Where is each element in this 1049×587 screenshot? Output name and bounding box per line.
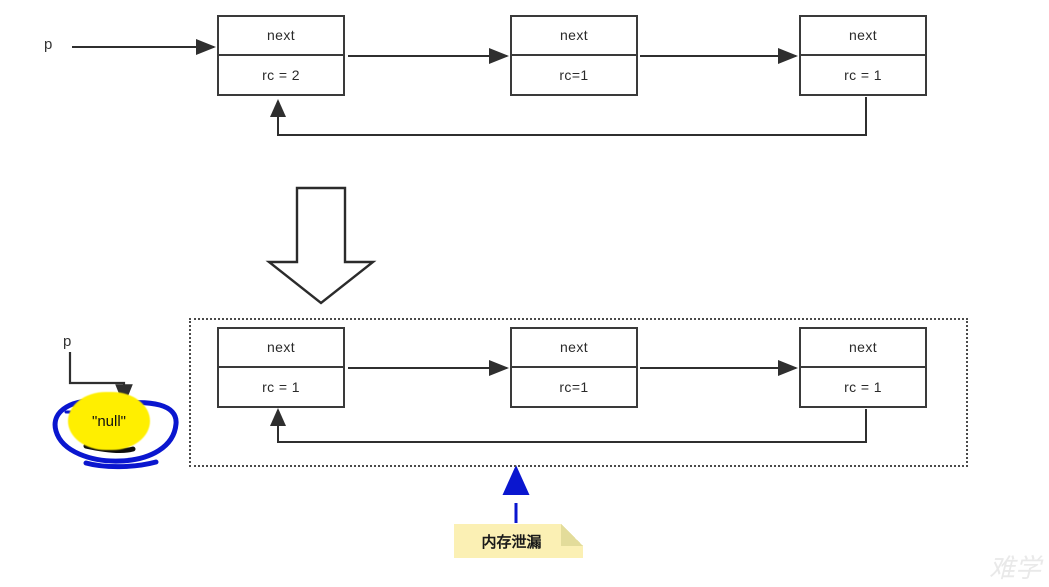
bottom-node-3-next: next xyxy=(801,329,925,368)
bottom-node-3-rc: rc = 1 xyxy=(844,378,882,395)
top-node-2-next: next xyxy=(512,17,636,56)
top-node-1-rc: rc = 2 xyxy=(262,66,300,83)
top-node-1-next: next xyxy=(219,17,343,56)
handdrawn-circle-tail xyxy=(83,459,159,470)
watermark: 难学 xyxy=(988,554,1041,584)
bottom-node-2: next rc=1 xyxy=(510,327,638,408)
top-pointer-label: p xyxy=(44,36,53,53)
bottom-node-1-rc: rc = 1 xyxy=(262,378,300,395)
bottom-node-2-rc: rc=1 xyxy=(559,378,589,395)
bottom-node-1-next: next xyxy=(219,329,343,368)
top-node-3-rc: rc = 1 xyxy=(844,66,882,83)
top-node-3: next rc = 1 xyxy=(799,15,927,96)
callout-fold-corner xyxy=(561,524,583,546)
leaked-region-outline xyxy=(189,318,968,467)
bottom-pointer-label: p xyxy=(63,333,72,350)
bottom-node-2-next: next xyxy=(512,329,636,368)
top-node-2: next rc=1 xyxy=(510,15,638,96)
top-node-1: next rc = 2 xyxy=(217,15,345,96)
bottom-node-3: next rc = 1 xyxy=(799,327,927,408)
top-cycle-arrow xyxy=(270,97,867,136)
top-node-2-rc: rc=1 xyxy=(559,66,589,83)
memory-leak-callout: 内存泄漏 xyxy=(454,524,583,558)
bottom-node-1: next rc = 1 xyxy=(217,327,345,408)
callout-text: 内存泄漏 xyxy=(481,532,542,551)
bottom-cycle-arrow xyxy=(270,408,867,443)
handdrawn-circle-annotation xyxy=(52,398,179,464)
transition-down-arrow xyxy=(265,186,377,305)
null-highlight xyxy=(68,392,150,450)
top-node-3-next: next xyxy=(801,17,925,56)
null-label: "null" xyxy=(92,412,126,430)
